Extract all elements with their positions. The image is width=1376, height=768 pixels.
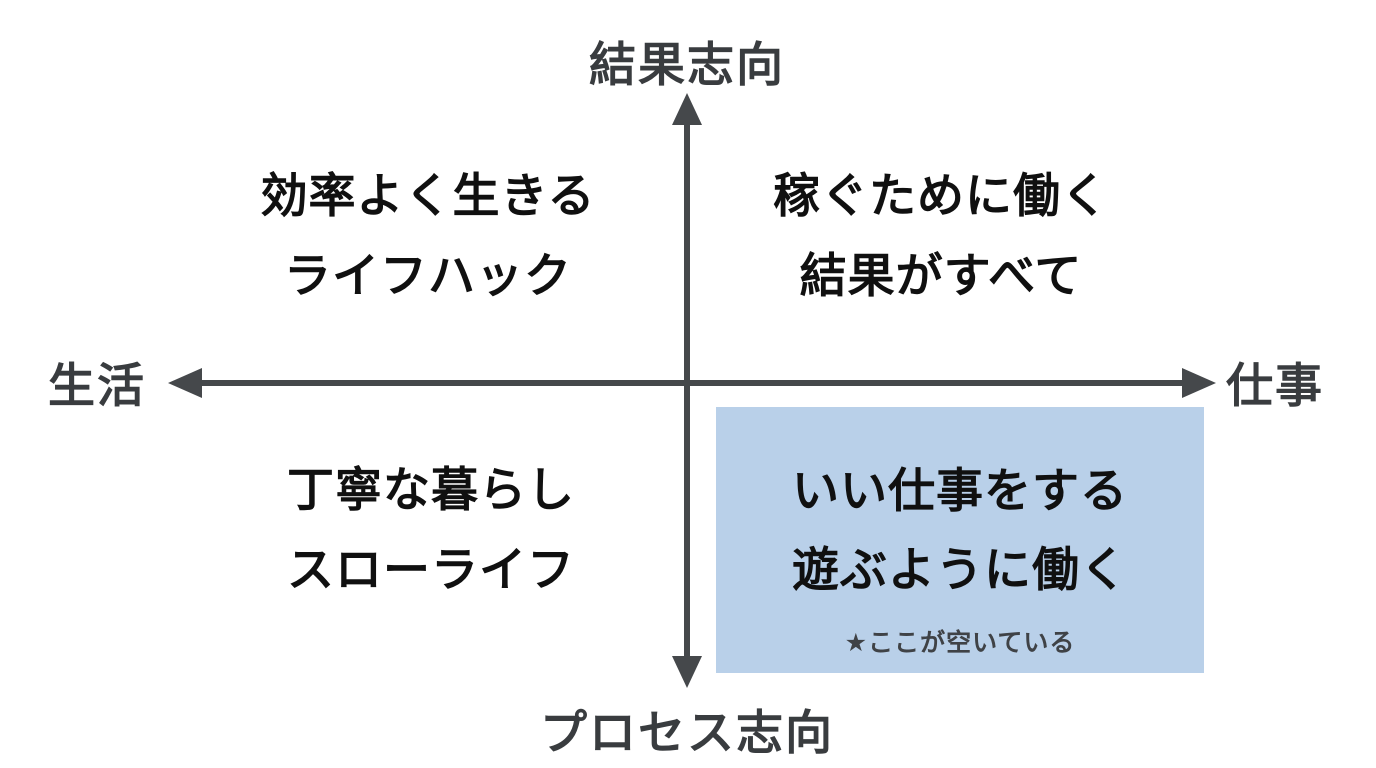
quadrant-bottom-right-line2: 遊ぶように働く: [792, 543, 1128, 596]
axis-label-right: 仕事: [1226, 359, 1324, 413]
quadrant-top-right-line2: 結果がすべて: [799, 249, 1083, 302]
quadrant-top-left-line1: 効率よく生きる: [260, 169, 596, 222]
arrowhead-right-icon: [1182, 368, 1216, 398]
quadrant-top-right-line1: 稼ぐために働く: [773, 169, 1109, 222]
vertical-axis-line: [684, 120, 690, 658]
horizontal-axis-line: [198, 380, 1184, 386]
quadrant-bottom-right-line1: いい仕事をする: [792, 464, 1128, 517]
arrowhead-left-icon: [168, 368, 202, 398]
arrowhead-down-icon: [672, 656, 702, 688]
axis-label-left: 生活: [48, 359, 146, 413]
axis-label-bottom: プロセス志向: [540, 706, 834, 759]
quadrant-bottom-left-line1: 丁寧な暮らし: [287, 463, 575, 516]
quadrant-top-left-line2: ライフハック: [284, 249, 572, 302]
quadrant-bottom-left-line2: スローライフ: [287, 543, 575, 596]
quadrant-top-right-text: 稼ぐために働く 結果がすべて: [671, 156, 1211, 316]
highlight-box-bottom-right: いい仕事をする 遊ぶように働く ★ここが空いている: [716, 407, 1204, 673]
quadrant-bottom-right-note: ★ここが空いている: [844, 629, 1076, 657]
quadrant-top-left-text: 効率よく生きる ライフハック: [158, 156, 698, 316]
arrowhead-up-icon: [672, 93, 702, 125]
quadrant-bottom-left-text: 丁寧な暮らし スローライフ: [161, 450, 701, 610]
axis-label-top: 結果志向: [589, 38, 785, 91]
quadrant-bottom-right-text: いい仕事をする 遊ぶように働く: [716, 451, 1204, 609]
